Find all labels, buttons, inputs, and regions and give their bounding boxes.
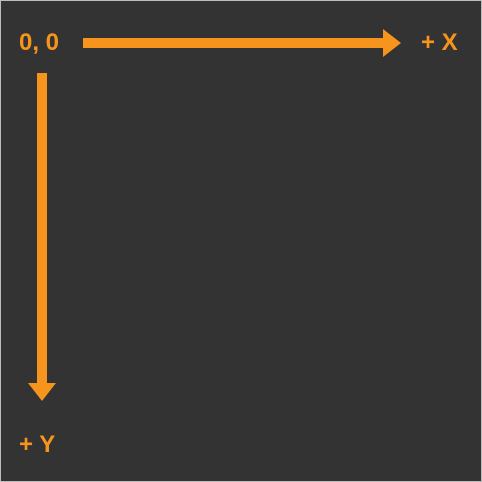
origin-label: 0, 0	[19, 29, 60, 56]
x-axis-arrow	[83, 29, 401, 57]
x-axis-label: + X	[421, 29, 458, 56]
y-axis-arrow	[28, 73, 56, 401]
y-axis-label: + Y	[19, 431, 56, 458]
